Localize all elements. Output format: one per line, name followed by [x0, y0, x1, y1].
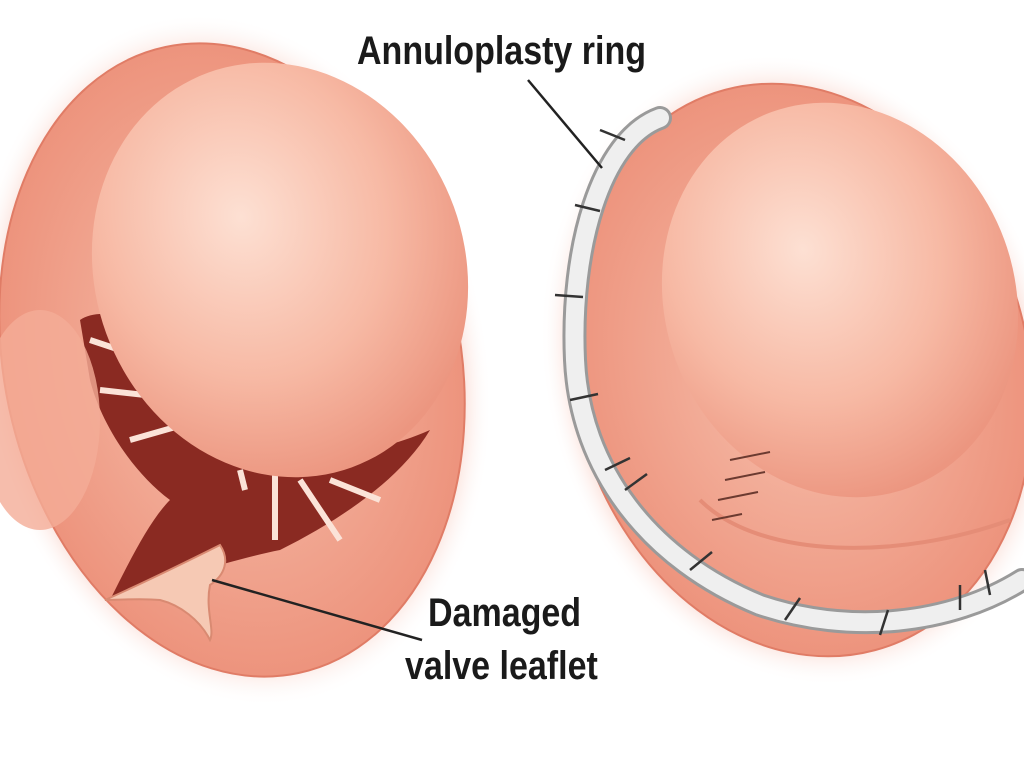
suture-stitches [711, 451, 771, 521]
damaged-label-line1: Damaged [428, 591, 582, 635]
repaired-valve [540, 53, 1024, 687]
ring-leader-line [527, 79, 603, 169]
damaged-leaflet [104, 543, 227, 643]
annuloplasty-ring-label: Annuloplasty ring [357, 29, 646, 73]
leaflet-leader-line [211, 578, 423, 642]
ring-sutures [554, 128, 992, 636]
damaged-valve [0, 13, 492, 707]
damaged-label-line2: valve leaflet [405, 644, 598, 688]
